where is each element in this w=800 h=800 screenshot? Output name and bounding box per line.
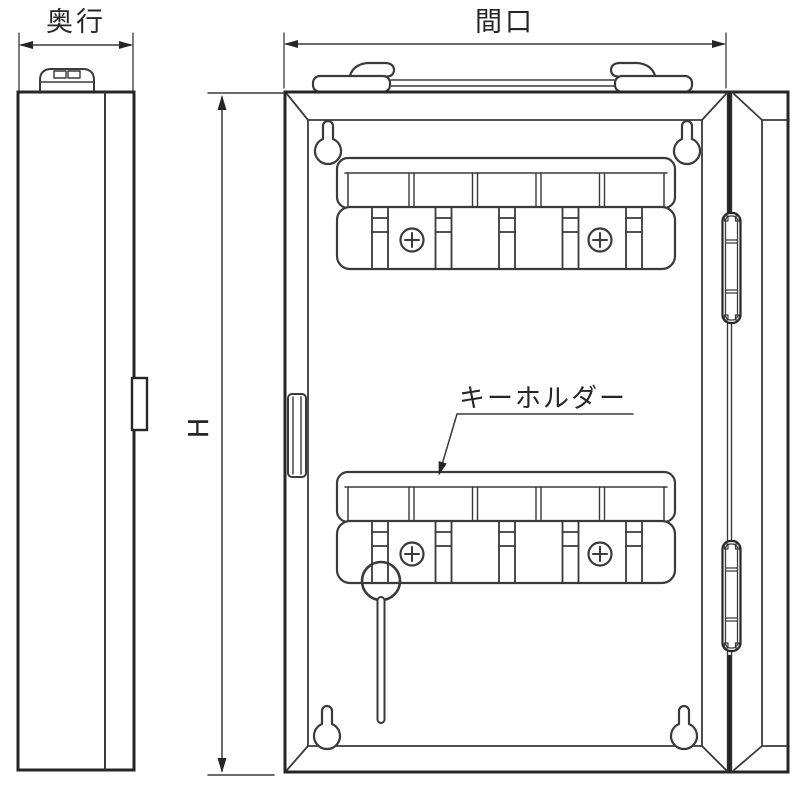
- hanging-clip-right: [609, 61, 694, 94]
- dim-width-arrow-left: [284, 40, 298, 48]
- hanging-clip-side-detail: [67, 70, 81, 79]
- hanging-clip-left: [311, 61, 396, 94]
- door-handle-body: [287, 393, 307, 478]
- key-holder-label: キーホルダー: [459, 384, 627, 414]
- dim-height-extension-ticks: [207, 92, 284, 776]
- door-handle-grip-lines: [292, 396, 302, 475]
- keyhole-mount-top-right: [672, 119, 702, 166]
- key-holder-leader-line: [440, 413, 634, 469]
- key-holder-callout: キーホルダー: [438, 384, 634, 476]
- dim-depth-extension-lines: [18, 32, 134, 91]
- dim-width: 間口: [283, 7, 727, 89]
- hanging-clip-curl: [348, 61, 396, 78]
- key-shaft: [376, 596, 386, 724]
- side-latch: [130, 376, 149, 432]
- key-holder-leader-arrow: [438, 461, 447, 476]
- dim-depth-arrow-left: [19, 41, 33, 49]
- height-dimension-label: H: [182, 417, 215, 438]
- width-dimension-label: 間口: [475, 7, 535, 38]
- side-view: [16, 68, 149, 772]
- key-rail-lower: [335, 470, 677, 585]
- dim-height: H: [182, 92, 284, 776]
- hinge-lower: [721, 539, 742, 653]
- dim-depth-arrow-right: [119, 41, 133, 49]
- hanging-clip-curl: [609, 61, 657, 78]
- keyhole-mount-top-left: [313, 119, 343, 166]
- hanging-clip-bar: [613, 74, 694, 94]
- hanging-clip-bar: [311, 74, 392, 94]
- dim-height-arrow-top: [217, 95, 227, 110]
- front-view: キーホルダー: [283, 61, 790, 774]
- door-inner-panel: [307, 119, 703, 747]
- top-edge-lines: [390, 79, 615, 87]
- dim-depth: 奥行: [18, 7, 134, 91]
- hanging-clip-side: [39, 68, 95, 92]
- dim-height-arrow-bottom: [217, 758, 227, 773]
- side-view-body: [16, 90, 136, 772]
- keyhole-mount-bottom-right: [669, 704, 699, 751]
- key-rail-upper: [335, 156, 677, 271]
- dim-width-arrow-right: [712, 40, 726, 48]
- door-corner-bevels: [286, 93, 727, 771]
- door-handle: [287, 393, 307, 478]
- hanging-key: [360, 560, 402, 724]
- side-wall-strip: [733, 93, 787, 771]
- dim-width-extension-lines: [283, 32, 727, 89]
- keyhole-mount-bottom-left: [312, 704, 342, 751]
- hinge-upper: [721, 211, 742, 325]
- depth-dimension-label: 奥行: [46, 7, 106, 38]
- hanging-clip-side-detail: [53, 70, 67, 79]
